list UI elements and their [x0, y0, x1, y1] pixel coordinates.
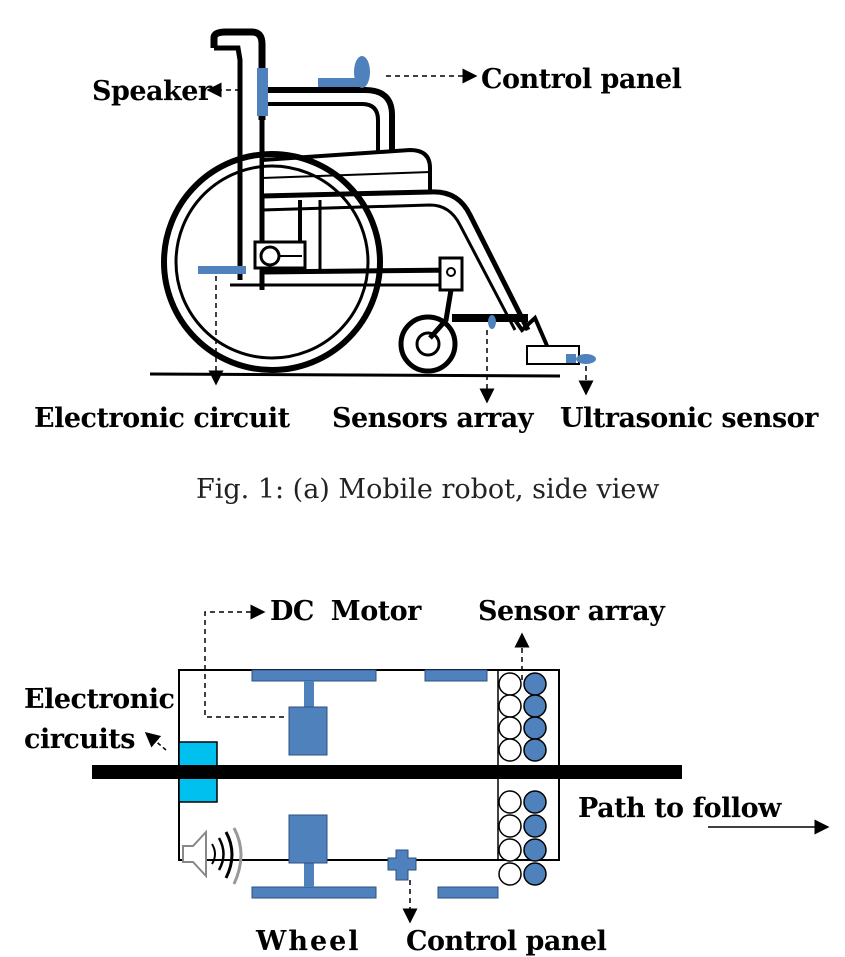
wheelchair-frame: [261, 189, 531, 332]
rear-wheel: [161, 151, 383, 373]
ultrasonic-sensor-mount: [566, 354, 576, 363]
label-control-panel-bottom: Control panel: [406, 926, 607, 957]
wheel-bottom-left: [251, 886, 377, 899]
dc-motor-top: [288, 706, 328, 756]
sensor-array-top: [498, 672, 547, 762]
label-electronic-circuits-2: circuits: [24, 724, 135, 755]
label-control-panel-top: Control panel: [481, 64, 682, 95]
speaker-icon: [182, 827, 243, 885]
label-speaker: Speaker: [92, 76, 212, 107]
control-panel-base: [318, 78, 360, 87]
wheel-top-right: [424, 669, 488, 682]
caster-wheel: [398, 314, 458, 374]
wheelchair-armrest: [262, 87, 395, 188]
label-path-to-follow: Path to follow: [578, 793, 781, 824]
wheelchair-handle: [210, 28, 266, 120]
label-ultrasonic-sensor: Ultrasonic sensor: [560, 403, 818, 434]
sensors-array-sensor: [488, 315, 496, 329]
label-electronic-circuit: Electronic circuit: [34, 403, 290, 434]
label-dc-motor: DC Motor: [270, 596, 421, 627]
wheel-top-left: [251, 669, 377, 682]
electronic-circuit-component: [198, 266, 246, 274]
speaker-component: [257, 68, 268, 116]
figure-caption: Fig. 1: (a) Mobile robot, side view: [196, 474, 660, 505]
label-sensor-array: Sensor array: [478, 596, 665, 627]
control-panel-joystick: [354, 56, 370, 88]
ultrasonic-sensor: [576, 354, 596, 364]
label-wheel: Wheel: [256, 926, 361, 957]
control-panel-cross: [387, 849, 417, 881]
label-sensors-array: Sensors array: [332, 403, 533, 434]
label-electronic-circuits-1: Electronic: [24, 684, 175, 715]
sensor-array-bottom: [498, 790, 547, 886]
dc-motor-bottom: [288, 814, 328, 864]
wheel-bottom-right: [437, 886, 499, 899]
